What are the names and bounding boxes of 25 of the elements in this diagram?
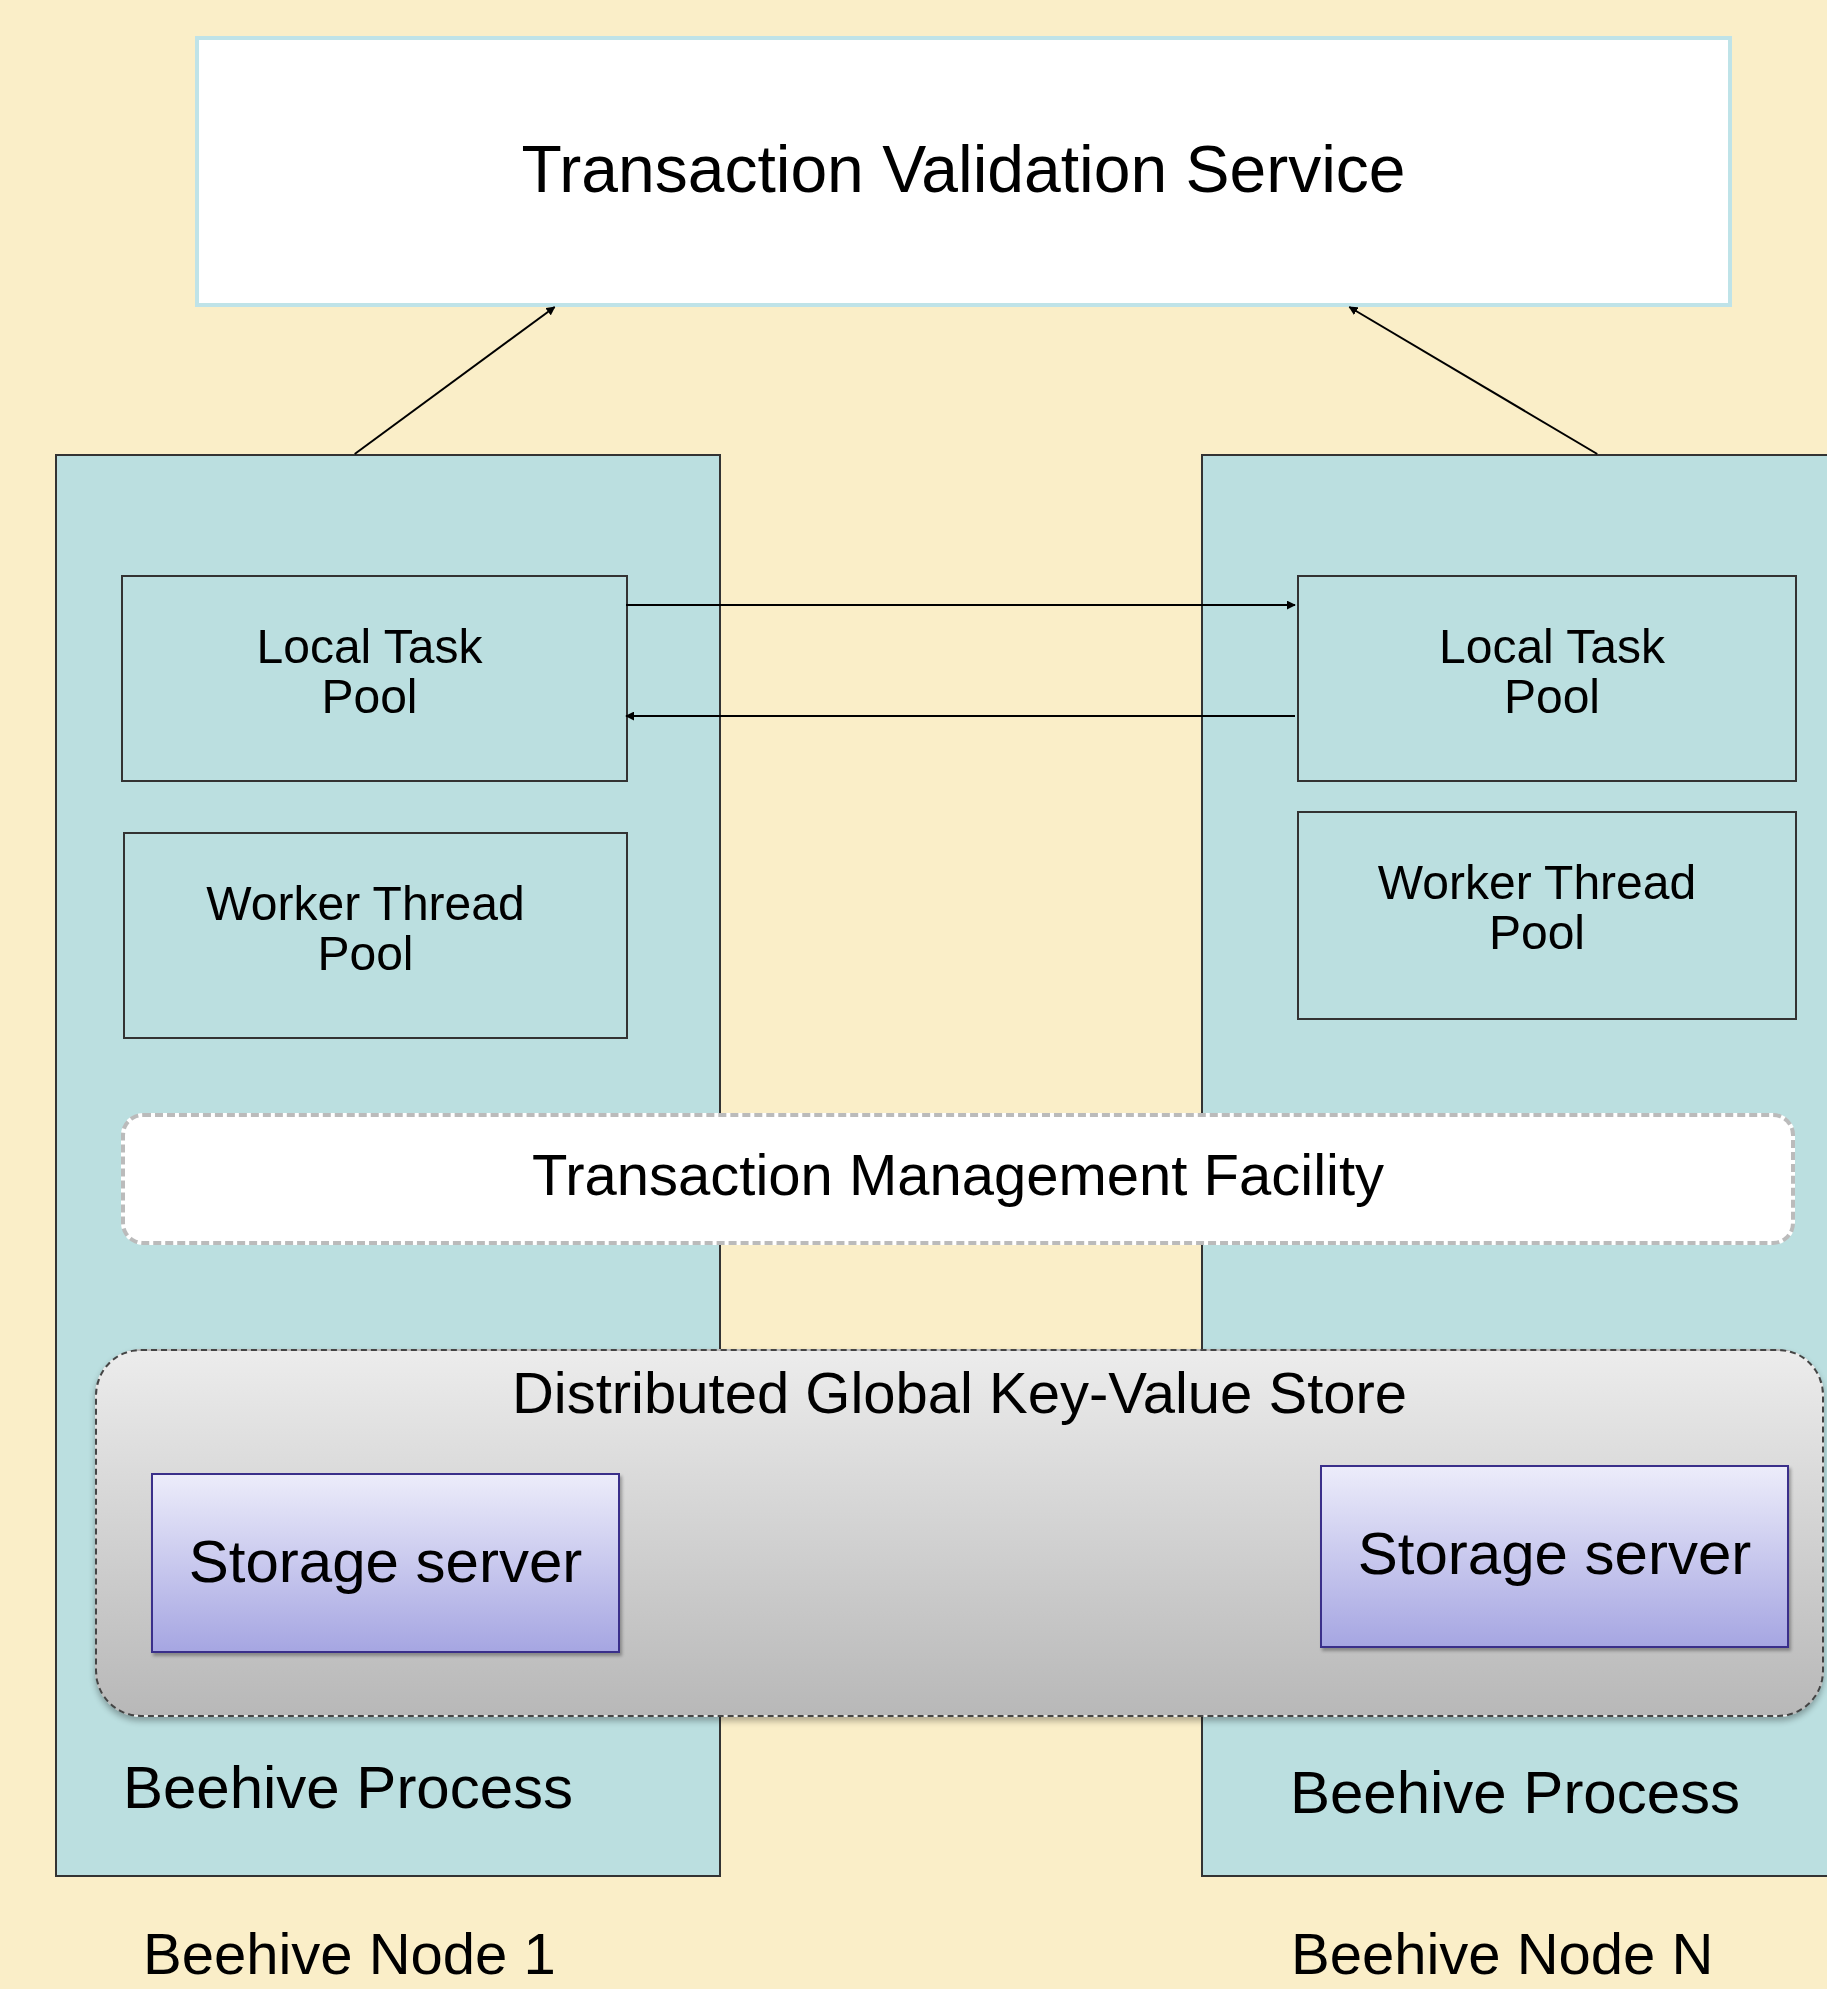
node-label: Beehive Process bbox=[1288, 1761, 1742, 1824]
node-caption: Beehive Node 1 bbox=[143, 1920, 556, 1987]
service-box bbox=[195, 36, 1732, 307]
node-label: Storage server bbox=[1356, 1522, 1753, 1585]
thread-pool-box bbox=[123, 832, 628, 1039]
node-label: Local Task Pool bbox=[255, 622, 484, 723]
node-caption: Beehive Node N bbox=[1291, 1920, 1714, 1987]
storage-server-box bbox=[1320, 1465, 1789, 1648]
node-label: Worker Thread Pool bbox=[1376, 858, 1698, 959]
node-label: Distributed Global Key-Value Store bbox=[510, 1363, 1409, 1424]
task-pool-box bbox=[121, 575, 628, 782]
arrow bbox=[1348, 306, 1599, 455]
node-label: Storage server bbox=[187, 1530, 584, 1593]
facility-band bbox=[121, 1113, 1795, 1245]
node-label: Worker Thread Pool bbox=[205, 879, 526, 980]
node-label: Local Task Pool bbox=[1438, 622, 1666, 723]
node-label: Transaction Validation Service bbox=[520, 135, 1407, 205]
arrow bbox=[625, 711, 1296, 721]
thread-pool-box bbox=[1297, 811, 1797, 1020]
node-label: Beehive Process bbox=[121, 1756, 575, 1819]
task-pool-box bbox=[1297, 575, 1797, 782]
node-label: Transaction Management Facility bbox=[530, 1145, 1386, 1206]
storage-server-box bbox=[151, 1473, 620, 1653]
arrow bbox=[625, 600, 1296, 610]
arrow bbox=[353, 306, 556, 455]
